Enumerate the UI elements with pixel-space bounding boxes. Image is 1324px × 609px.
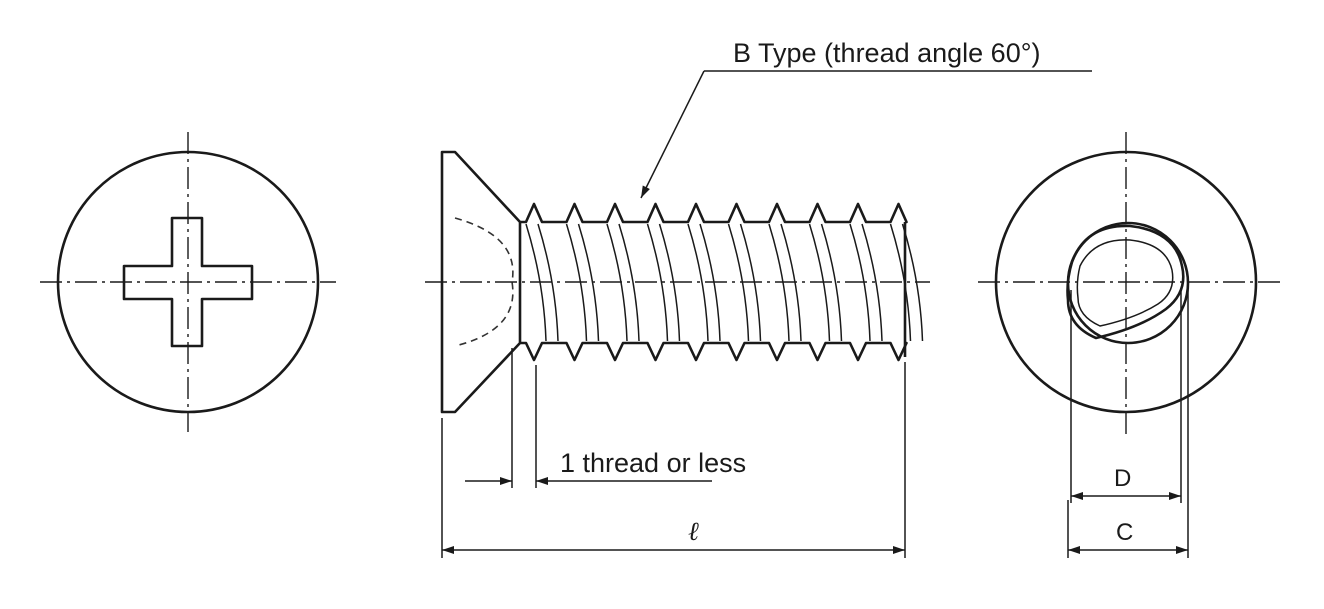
thread-helix-line	[820, 223, 843, 342]
recess-hidden-line	[454, 217, 514, 347]
thread-profile-top	[520, 202, 908, 224]
incomplete-thread-dimension: 1 thread or less	[465, 348, 746, 488]
thread-helix-line	[861, 223, 883, 342]
thread-profile-bottom	[520, 341, 908, 362]
incomplete-thread-label: 1 thread or less	[560, 448, 746, 478]
thread-type-callout: B Type (thread angle 60°)	[640, 38, 1092, 199]
screw-end-view: D C	[978, 132, 1280, 558]
thread-helix-line	[618, 223, 640, 342]
thread-type-label: B Type (thread angle 60°)	[733, 38, 1041, 68]
thread-inner-outline	[1076, 239, 1174, 327]
callout-leader-arrow	[640, 70, 705, 199]
thread-helix-line	[687, 223, 709, 342]
length-label: ℓ	[688, 517, 699, 547]
head-top-view	[40, 132, 336, 432]
trilobular-thread-profile	[1066, 224, 1185, 340]
d-label: D	[1114, 465, 1131, 492]
screw-side-view	[425, 150, 930, 414]
length-dimension: ℓ	[441, 362, 906, 558]
thread-helix-line	[646, 223, 669, 342]
c-label: C	[1116, 519, 1133, 546]
phillips-recess-icon	[122, 216, 254, 348]
